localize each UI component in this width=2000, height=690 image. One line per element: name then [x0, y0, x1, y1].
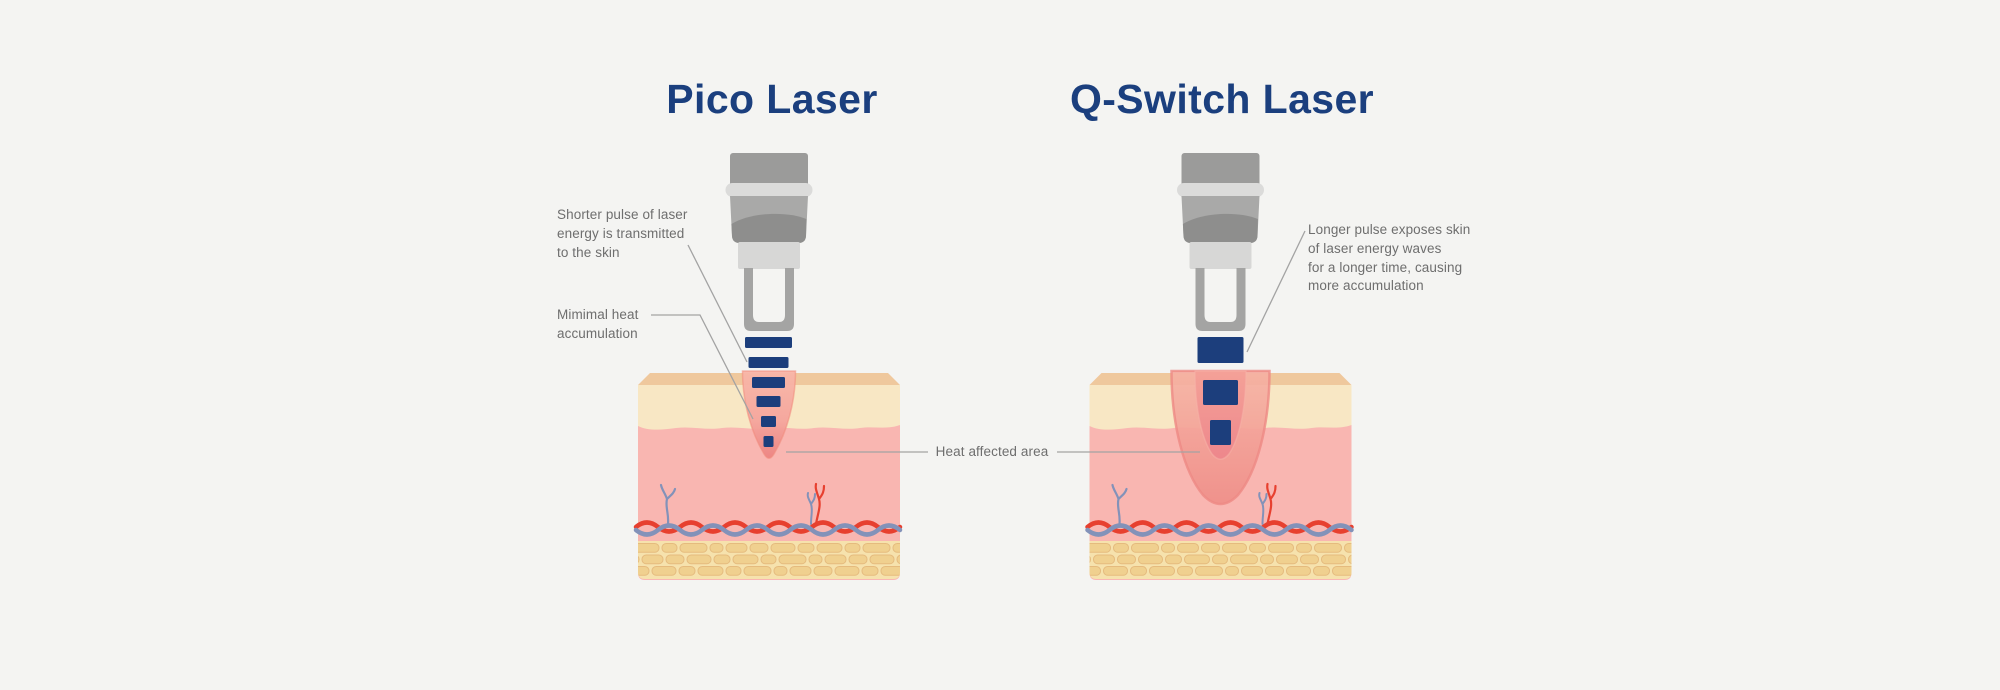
pico-pulse-bars	[745, 337, 792, 447]
qswitch-laser-title: Q-Switch Laser	[1069, 76, 1375, 122]
leader-shorter-pulse	[687, 244, 748, 363]
qswitch-pulse-annotation: Longer pulse exposes skin of laser energ…	[1308, 222, 1471, 294]
heat-affected-area-label: Heat affected area	[935, 444, 1049, 459]
pico-heat-affected-area	[741, 370, 797, 459]
qswitch-pulse-blocks	[1197, 337, 1244, 445]
leader-longer-pulse	[1246, 230, 1306, 353]
pico-laser-handpiece	[725, 153, 813, 331]
pico-fat-cells	[638, 543, 900, 576]
pico-heat-annotation: Mimimal heat accumulation	[557, 307, 639, 341]
pico-laser-title: Pico Laser	[666, 76, 878, 122]
leader-minimal-heat	[651, 314, 754, 420]
qswitch-laser-handpiece	[1177, 153, 1264, 331]
leader-lines	[651, 230, 1306, 453]
pico-pulse-annotation: Shorter pulse of laser energy is transmi…	[557, 207, 688, 260]
qswitch-fat-cells	[1089, 543, 1352, 576]
